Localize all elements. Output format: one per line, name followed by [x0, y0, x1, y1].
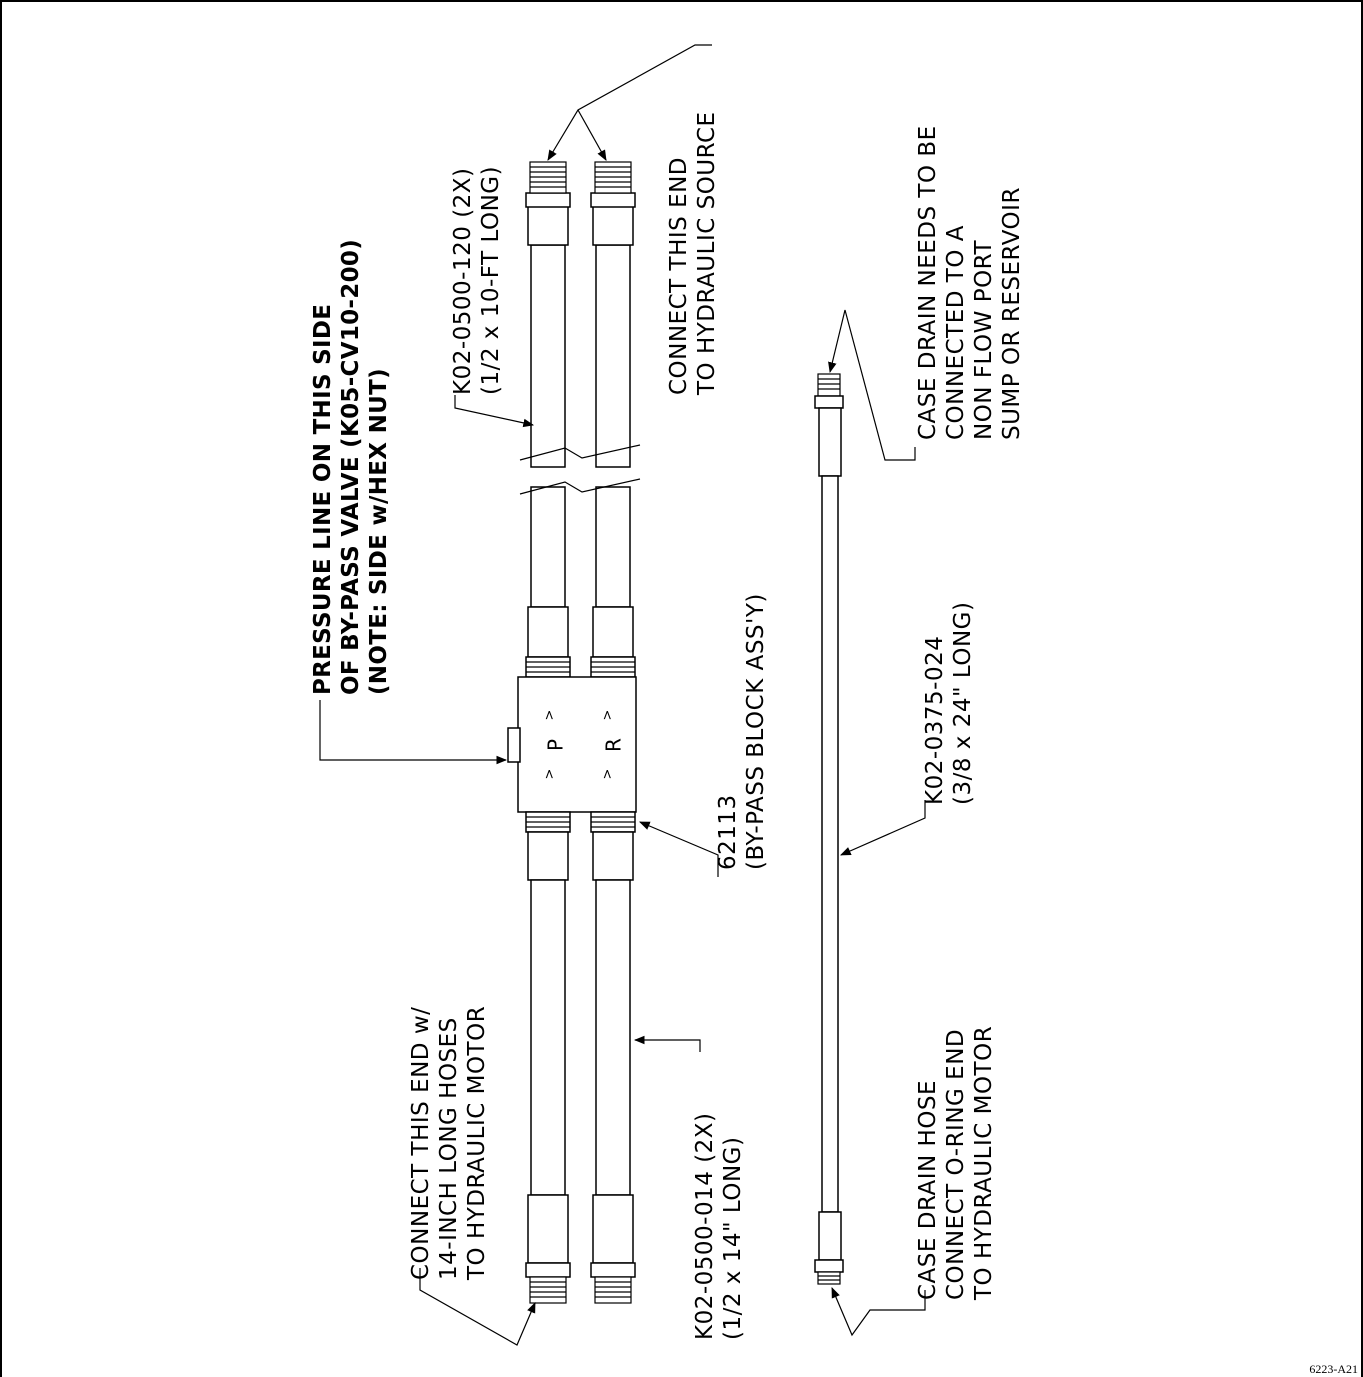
pressure-line-text: OF BY-PASS VALVE (K05-CV10-200)	[338, 239, 364, 695]
pressure-line-text: (NOTE: SIDE w/HEX NUT)	[366, 368, 392, 695]
case-drain-motor-text: CASE DRAIN HOSE	[915, 1080, 941, 1300]
long-hose-right	[595, 244, 631, 608]
leader-hydraulic-source	[547, 44, 712, 161]
hose-break-line	[519, 478, 641, 495]
leader-long-hose	[454, 395, 535, 428]
leader-case-drain-reservoir	[828, 309, 916, 461]
leader-hydraulic-source	[577, 109, 607, 161]
connect-motor-text: TO HYDRAULIC MOTOR	[464, 1006, 490, 1281]
case-drain-reservoir-text: SUMP OR RESERVOIR	[999, 187, 1025, 440]
pressure-line-note: PRESSURE LINE ON THIS SIDE OF BY-PASS VA…	[310, 239, 392, 695]
block-fitting-bottom-left	[525, 811, 571, 881]
pressure-line-text: PRESSURE LINE ON THIS SIDE	[310, 304, 336, 695]
drain-hose-part-number: K02-0375-024	[922, 636, 948, 805]
connect-motor-text: CONNECT THIS END w/	[408, 1007, 434, 1280]
motor-fitting-right	[590, 1194, 636, 1304]
block-fitting-top-left	[525, 606, 571, 678]
drawing-number: 6223-A21	[1309, 1362, 1358, 1376]
flow-chevron: >	[601, 769, 616, 780]
port-label-r: R	[602, 738, 626, 752]
flow-chevron: >	[543, 769, 558, 780]
flow-chevron: >	[543, 710, 558, 721]
hydraulic-source-text: CONNECT THIS END	[666, 157, 692, 395]
drain-hose-callout: K02-0375-024 (3/8 x 24" LONG)	[922, 602, 976, 805]
bypass-block: P R > > > >	[507, 676, 637, 813]
leader-short-hose	[633, 1035, 701, 1052]
long-hose-callout: K02-0500-120 (2X) (1/2 x 10-FT LONG)	[450, 166, 504, 395]
connect-motor-note: CONNECT THIS END w/ 14-INCH LONG HOSES T…	[408, 1006, 490, 1281]
leader-bypass-block	[639, 821, 719, 877]
hydraulic-source-text: TO HYDRAULIC SOURCE	[694, 111, 720, 396]
hydraulic-source-note: CONNECT THIS END TO HYDRAULIC SOURCE	[666, 111, 720, 396]
long-hose-description: (1/2 x 10-FT LONG)	[478, 166, 504, 395]
case-drain-motor-text: TO HYDRAULIC MOTOR	[971, 1026, 997, 1301]
connect-motor-text: 14-INCH LONG HOSES	[436, 1017, 462, 1280]
case-drain-reservoir-text: CASE DRAIN NEEDS TO BE	[915, 125, 941, 440]
case-drain-motor-note: CASE DRAIN HOSE CONNECT O-RING END TO HY…	[915, 1026, 997, 1301]
drain-hose-description: (3/8 x 24" LONG)	[950, 602, 976, 805]
bypass-valve-hex-nut	[507, 727, 521, 763]
leader-drain-hose	[840, 800, 926, 856]
block-fitting-top-right	[590, 606, 636, 678]
hose-break-line	[519, 444, 641, 461]
port-label-p: P	[544, 739, 568, 751]
leader-connect-motor	[419, 1268, 536, 1346]
source-fitting-right	[590, 161, 636, 246]
flow-chevron: >	[601, 710, 616, 721]
short-hose-callout: K02-0500-014 (2X) (1/2 x 14" LONG)	[692, 1112, 746, 1340]
block-fitting-bottom-right	[590, 811, 636, 881]
long-hose-part-number: K02-0500-120 (2X)	[450, 167, 476, 395]
short-hose-part-number: K02-0500-014 (2X)	[692, 1112, 718, 1340]
leader-case-drain-motor	[831, 1287, 926, 1337]
bypass-block-description: (BY-PASS BLOCK ASS'Y)	[743, 593, 769, 870]
source-fitting-left	[525, 161, 571, 246]
motor-fitting-left	[525, 1194, 571, 1304]
long-hose-left	[530, 244, 566, 608]
short-hose-left	[530, 879, 566, 1196]
case-drain-hose	[814, 373, 844, 1285]
short-hose-right	[595, 879, 631, 1196]
case-drain-reservoir-text: NON FLOW PORT	[971, 240, 997, 440]
bypass-block-part-number: 62113	[715, 794, 741, 870]
case-drain-reservoir-text: CONNECTED TO A	[943, 225, 969, 440]
bypass-block-callout: 62113 (BY-PASS BLOCK ASS'Y)	[715, 593, 769, 870]
case-drain-motor-text: CONNECT O-RING END	[943, 1029, 969, 1300]
case-drain-reservoir-note: CASE DRAIN NEEDS TO BE CONNECTED TO A NO…	[915, 125, 1025, 440]
leader-pressure-line	[319, 700, 508, 765]
short-hose-description: (1/2 x 14" LONG)	[720, 1137, 746, 1340]
